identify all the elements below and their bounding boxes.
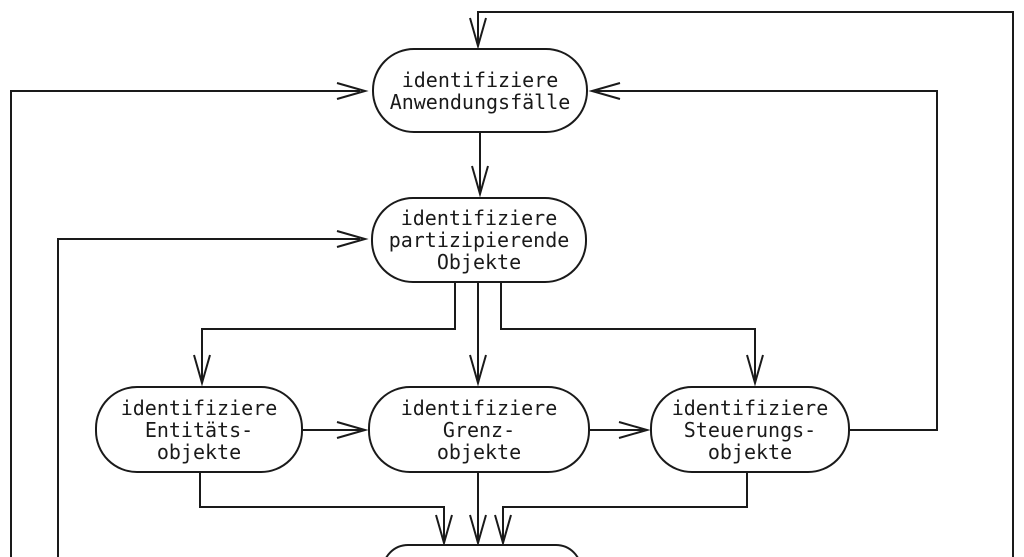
edge-feedback-left-to-participating-side <box>57 230 369 557</box>
edge-feedback-right-to-usecases-top <box>469 11 1014 557</box>
node-identifiziere-anwendungsfaelle: identifiziere Anwendungsfälle <box>372 48 588 133</box>
arrowhead-down-icon <box>471 165 489 198</box>
edge-boundary-to-bottom <box>469 473 487 547</box>
node-label-line: Steuerungs- <box>683 417 817 442</box>
node-label-line: identifiziere <box>400 395 558 420</box>
node-label-line: Grenz- <box>442 417 516 442</box>
edge-participating-to-boundary <box>469 283 487 387</box>
edge-entity-to-bottom <box>199 473 453 547</box>
arrowhead-down-icon <box>435 514 453 547</box>
node-label-line: Entitäts- <box>144 417 254 442</box>
edge-participating-to-control <box>500 283 764 387</box>
edge-participating-to-entity <box>193 283 456 387</box>
node-identifiziere-partizipierende-objekte: identifiziere partizipierende Objekte <box>371 197 587 283</box>
edge-entity-to-boundary <box>303 421 369 439</box>
node-label-line: Anwendungsfälle <box>389 89 571 114</box>
node-label-line: identifiziere <box>401 67 559 92</box>
arrowhead-down-icon <box>746 354 764 387</box>
arrowhead-right-icon <box>618 421 651 439</box>
node-label-line: partizipierende <box>388 228 570 252</box>
node-identifiziere-entitaets-objekte: identifiziere Entitäts- objekte <box>95 386 303 473</box>
node-label-line: objekte <box>156 439 242 464</box>
arrowhead-left-icon <box>588 82 621 100</box>
node-identifiziere-grenz-objekte: identifiziere Grenz- objekte <box>368 386 590 473</box>
edge-usecases-to-participating <box>471 133 489 198</box>
node-label-line: Objekte <box>436 250 522 274</box>
node-label-line: identifiziere <box>671 395 829 420</box>
arrowhead-right-icon <box>336 82 369 100</box>
arrowhead-down-icon <box>193 354 211 387</box>
arrowhead-down-icon <box>494 514 512 547</box>
node-identifiziere-steuerungs-objekte: identifiziere Steuerungs- objekte <box>650 386 850 473</box>
edge-control-to-usecases-side <box>588 82 938 431</box>
node-label-line: identifiziere <box>400 206 558 230</box>
arrowhead-down-icon <box>469 514 487 547</box>
arrowhead-down-icon <box>469 354 487 387</box>
node-bottom-partial <box>382 544 582 557</box>
arrowhead-down-icon <box>469 17 487 50</box>
arrowhead-right-icon <box>336 421 369 439</box>
arrowhead-right-icon <box>336 230 369 248</box>
edge-boundary-to-control <box>590 421 651 439</box>
edge-control-to-bottom <box>494 473 748 547</box>
edge-feedback-left-to-usecases-side <box>10 82 369 557</box>
node-label-line: identifiziere <box>120 395 278 420</box>
node-label-line: objekte <box>707 439 793 464</box>
node-label-line: objekte <box>436 439 522 464</box>
